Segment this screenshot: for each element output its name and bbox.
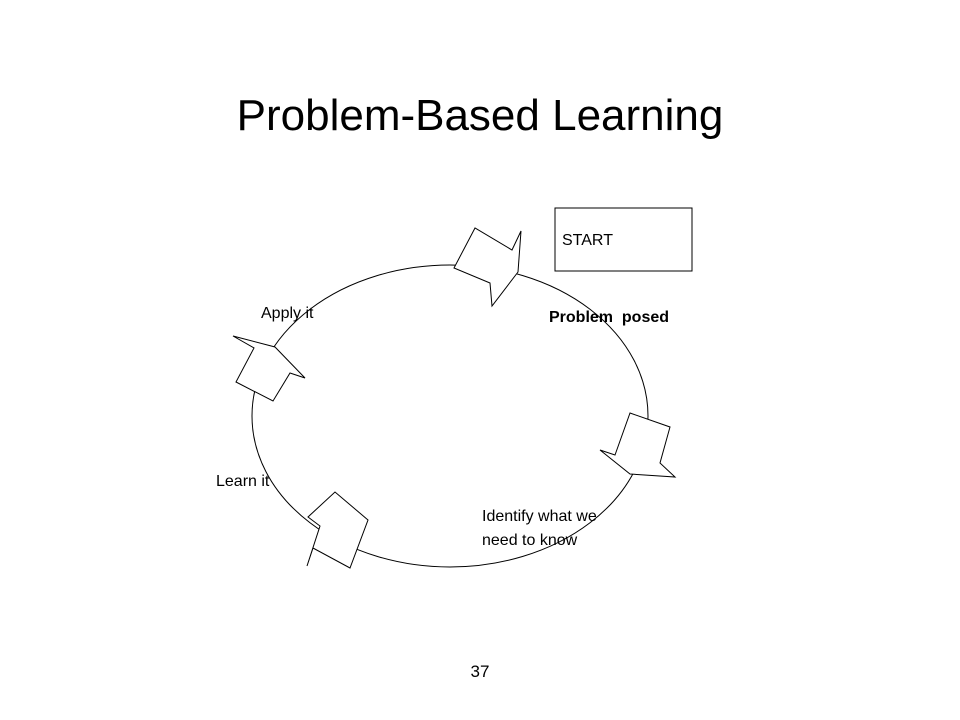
arrow-left <box>232 335 306 402</box>
arrow-right <box>599 412 677 478</box>
slide-title: Problem-Based Learning <box>236 91 724 140</box>
arrow-bottom-left <box>306 491 369 569</box>
step-problem-posed: Problem posed <box>549 309 669 326</box>
step-identify-line2: need to know <box>482 532 578 549</box>
page-number: 37 <box>470 662 490 681</box>
start-label: START <box>562 232 613 249</box>
step-apply-it: Apply it <box>261 305 314 322</box>
step-learn-it: Learn it <box>216 473 270 490</box>
arrow-top <box>453 227 522 308</box>
start-box <box>554 207 693 272</box>
cycle-ellipse <box>251 264 649 568</box>
step-identify-line1: Identify what we <box>482 508 597 525</box>
